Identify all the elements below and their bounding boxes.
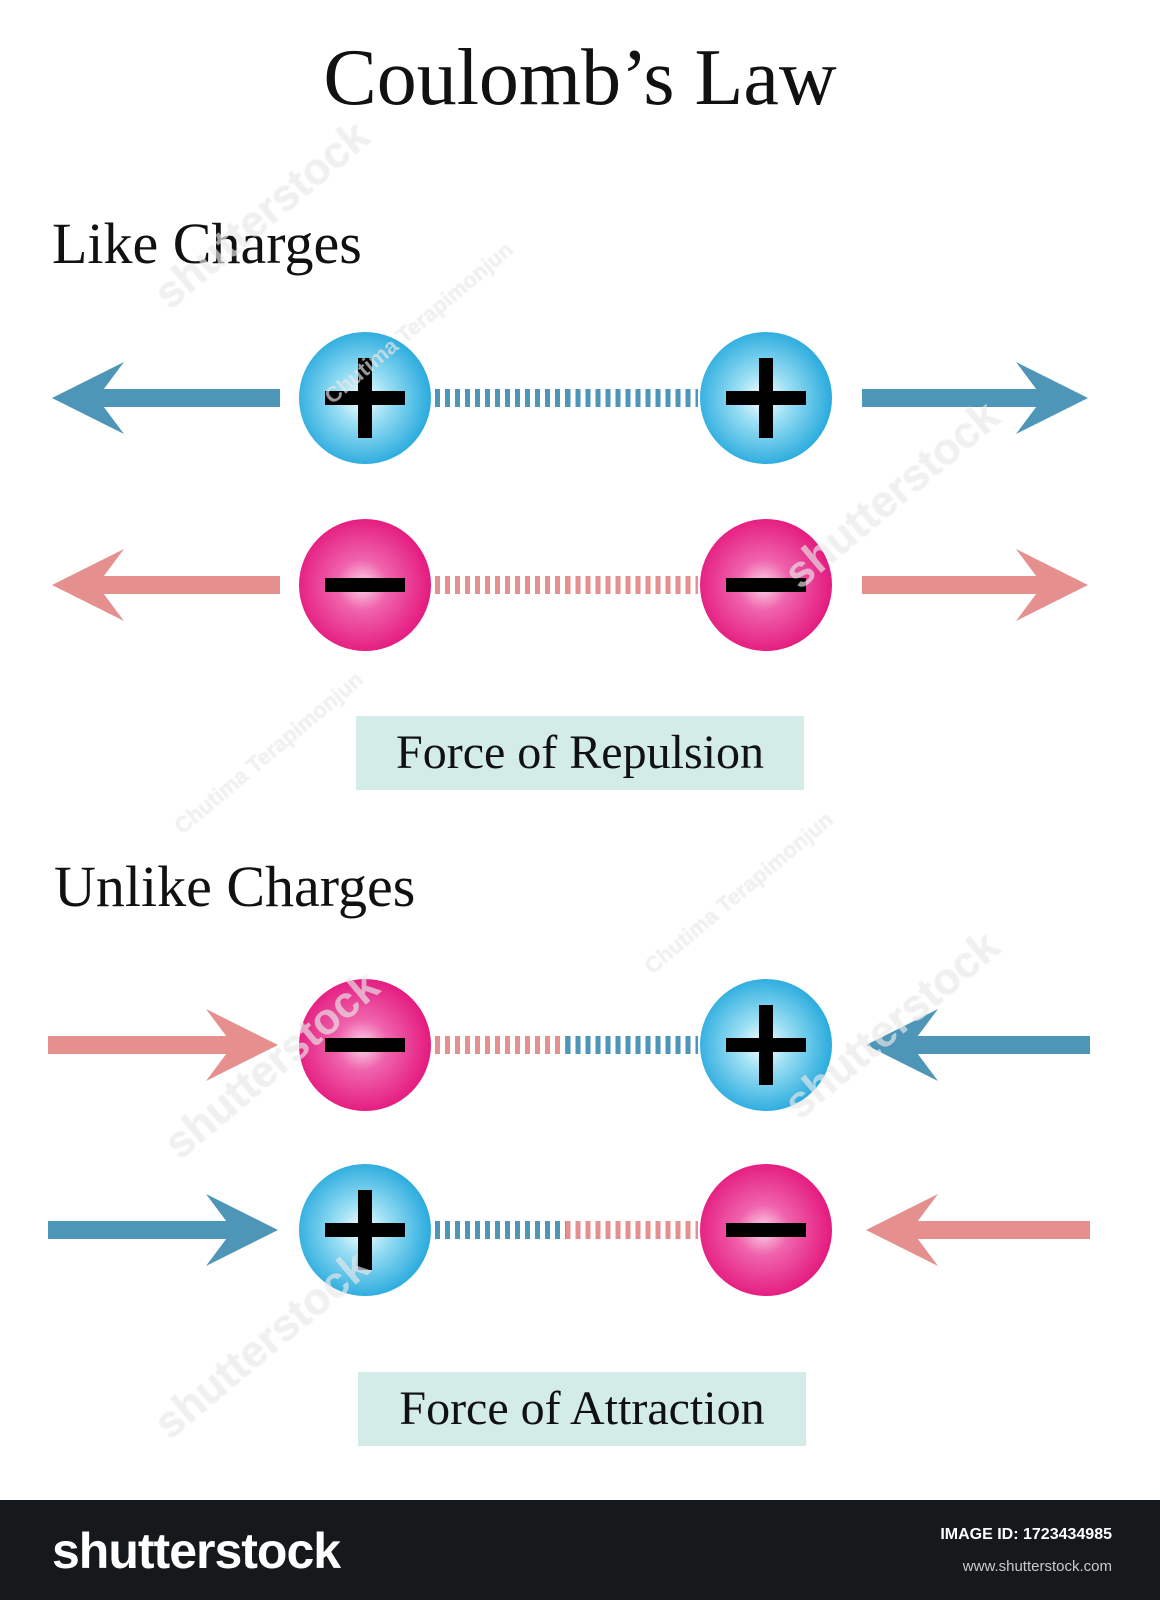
- left-arrow: [48, 1009, 278, 1081]
- left-arrow: [52, 362, 280, 434]
- footer-bar: shutterstock IMAGE ID: 1723434985 www.sh…: [0, 1500, 1160, 1600]
- right-arrow: [862, 549, 1088, 621]
- site-url: www.shutterstock.com: [962, 1558, 1112, 1575]
- left-arrow: [48, 1194, 278, 1266]
- force-of-repulsion-label: Force of Repulsion: [356, 716, 804, 790]
- negative-charge: [700, 519, 832, 651]
- positive-charge: [299, 332, 431, 464]
- right-arrow: [866, 1009, 1090, 1081]
- positive-charge: [700, 979, 832, 1111]
- negative-charge: [299, 979, 431, 1111]
- right-arrow: [866, 1194, 1090, 1266]
- left-arrow: [52, 549, 280, 621]
- right-arrow: [862, 362, 1088, 434]
- unlike-charges-heading: Unlike Charges: [54, 854, 416, 919]
- positive-charge: [700, 332, 832, 464]
- charge-diagram: [48, 332, 1090, 1296]
- like-charges-heading: Like Charges: [52, 211, 362, 276]
- image-id: IMAGE ID: 1723434985: [940, 1526, 1112, 1543]
- positive-charge: [299, 1164, 431, 1296]
- negative-charge: [700, 1164, 832, 1296]
- negative-charge: [299, 519, 431, 651]
- force-of-attraction-label: Force of Attraction: [358, 1372, 806, 1446]
- page-title: Coulomb’s Law: [323, 34, 837, 122]
- footer-brand-logo: shutterstock: [52, 1523, 341, 1579]
